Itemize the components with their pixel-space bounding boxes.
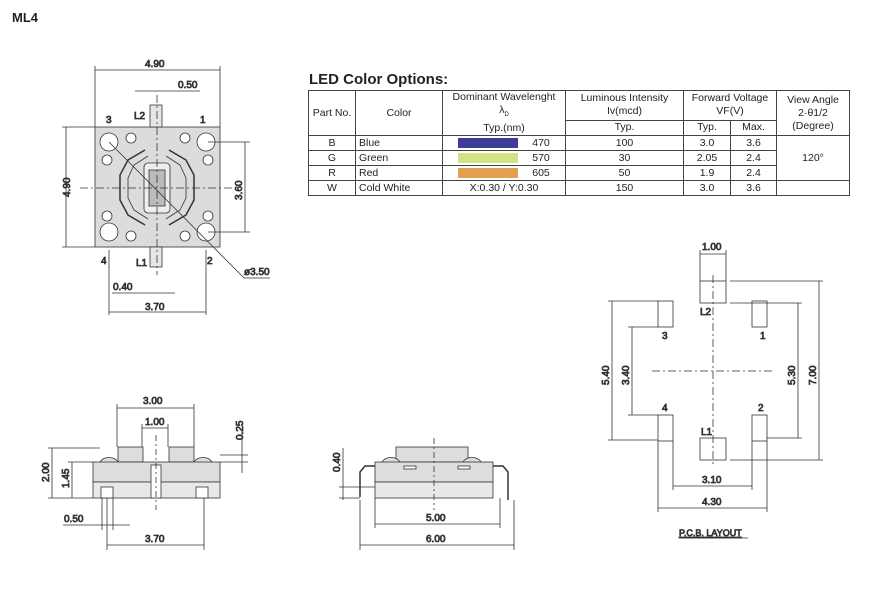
table-title: LED Color Options: — [309, 71, 449, 88]
pad-4 — [657, 414, 674, 442]
table-row: B Blue 470 100 3.0 3.6 120° — [308, 135, 850, 182]
intensity-label: Luminous Intensity — [580, 92, 669, 105]
cell-vf-max: 2.4 — [730, 165, 777, 182]
pad-1 — [751, 300, 768, 328]
wavelength-value: 605 — [532, 166, 550, 179]
dim-pcb-pad-w: 1.00 — [702, 242, 722, 253]
dim-front-total: 6.00 — [426, 534, 446, 545]
header-vf-typ: Typ. — [683, 119, 731, 137]
table-row: W Cold White X:0.30 / Y:0.30 150 3.0 3.6 — [308, 180, 850, 197]
pin-1-label: 1 — [200, 115, 206, 126]
view-angle-label: View Angle — [787, 93, 839, 106]
header-intensity-typ: Typ. — [565, 119, 684, 137]
l2-label: L2 — [134, 111, 146, 122]
pad-2 — [751, 414, 768, 442]
intensity-unit: Iv(mcd) — [607, 105, 642, 118]
cell-color: Green — [355, 150, 443, 167]
table-row: G Green 570 30 2.05 2.4 — [308, 150, 850, 167]
cell-wavelength: X:0.30 / Y:0.30 — [442, 180, 566, 197]
voltage-unit: VF(V) — [716, 105, 744, 118]
dim-top-lead: 0.50 — [178, 80, 198, 91]
pcb-pin-4: 4 — [662, 403, 668, 414]
dim-top-pitch-v: 3.60 — [234, 180, 245, 200]
pcb-l1: L1 — [701, 427, 713, 438]
pcb-l2: L2 — [700, 307, 712, 318]
pcb-pin-1: 1 — [760, 331, 766, 342]
dim-side-pin: 0.50 — [64, 514, 84, 525]
side-view: 3.00 1.00 0.25 2.00 1.45 0.50 3.70 — [41, 396, 248, 550]
cell-intensity: 150 — [565, 180, 684, 197]
dim-top-pitch-h: 3.70 — [145, 302, 165, 313]
lead-l1 — [149, 246, 163, 268]
header-part-no: Part No. — [308, 89, 356, 137]
dim-pcb-inner-h: 3.10 — [702, 475, 722, 486]
pcb-pin-2: 2 — [758, 403, 764, 414]
hole-leader-line — [108, 141, 245, 279]
l1-label: L1 — [136, 258, 148, 269]
wavelength-unit: Typ.(nm) — [483, 122, 525, 135]
pcb-pin-3: 3 — [662, 331, 668, 342]
header-voltage: Forward Voltage VF(V) — [683, 90, 777, 121]
pcb-layout-title: P.C.B. LAYOUT — [679, 528, 742, 538]
dim-pcb-pad-v: 5.30 — [787, 365, 798, 385]
dim-front-offset: 0.40 — [332, 452, 343, 472]
pad-3 — [657, 300, 674, 328]
dim-side-pitch: 3.70 — [145, 534, 165, 545]
cell-color: Cold White — [355, 180, 443, 197]
wavelength-value: 570 — [532, 151, 550, 164]
header-color: Color — [355, 89, 443, 137]
cell-view-angle: 120° — [776, 135, 850, 182]
dim-pcb-outer-h: 4.30 — [702, 497, 722, 508]
pin-4-label: 4 — [101, 256, 107, 267]
dim-side-height: 2.00 — [41, 462, 52, 482]
color-swatch — [458, 152, 519, 163]
dim-pcb-inner-v: 3.40 — [621, 365, 632, 385]
wavelength-label: Dominant Wavelenght — [452, 91, 556, 103]
header-view-angle: View Angle 2·θ1/2 (Degree) — [776, 89, 850, 137]
dim-side-top: 3.00 — [143, 396, 163, 407]
voltage-label: Forward Voltage — [691, 92, 769, 105]
front-view: 0.40 5.00 6.00 — [332, 438, 515, 550]
dim-top-lead-w: 0.40 — [113, 282, 133, 293]
pin-2-label: 2 — [207, 256, 213, 267]
wavelength-sub: D — [504, 112, 509, 119]
dim-side-step: 0.25 — [235, 420, 246, 440]
wavelength-symbol: λ — [499, 104, 505, 116]
header-wavelength: Dominant Wavelenght λD Typ.(nm) — [442, 89, 566, 137]
pin-3-label: 3 — [106, 115, 112, 126]
pcb-layout: 1.00 5.40 3.40 5.30 7.00 3.10 4.30 1 2 3… — [601, 242, 823, 539]
dim-pcb-total-v: 7.00 — [808, 365, 819, 385]
lead-l2 — [149, 104, 163, 128]
dim-top-width: 4.90 — [145, 59, 165, 70]
dim-pcb-outer-v: 5.40 — [601, 365, 612, 385]
model-title: ML4 — [12, 10, 38, 25]
dim-side-body: 1.45 — [61, 468, 72, 488]
dim-side-center: 1.00 — [145, 417, 165, 428]
color-swatch — [458, 137, 519, 148]
header-vf-max: Max. — [730, 119, 777, 137]
dim-top-height: 4.90 — [62, 177, 73, 197]
view-angle-unit: (Degree) — [792, 119, 834, 132]
view-angle-symbol: 2·θ1/2 — [798, 106, 828, 119]
cell-view-angle-blank — [776, 180, 850, 197]
dim-front-body: 5.00 — [426, 513, 446, 524]
wavelength-value: 470 — [532, 136, 550, 149]
table-row: R Red 605 50 1.9 2.4 — [308, 165, 850, 182]
led-color-table: Part No. Color Dominant Wavelenght λD Ty… — [308, 89, 850, 197]
top-view: 4.90 0.50 4.90 3.60 ø3.50 0.40 3.70 1 2 … — [62, 59, 270, 315]
color-swatch — [458, 167, 519, 178]
cell-vf-max: 3.6 — [730, 135, 777, 152]
dim-top-hole: ø3.50 — [244, 267, 270, 278]
cell-vf-typ: 3.0 — [683, 135, 731, 152]
